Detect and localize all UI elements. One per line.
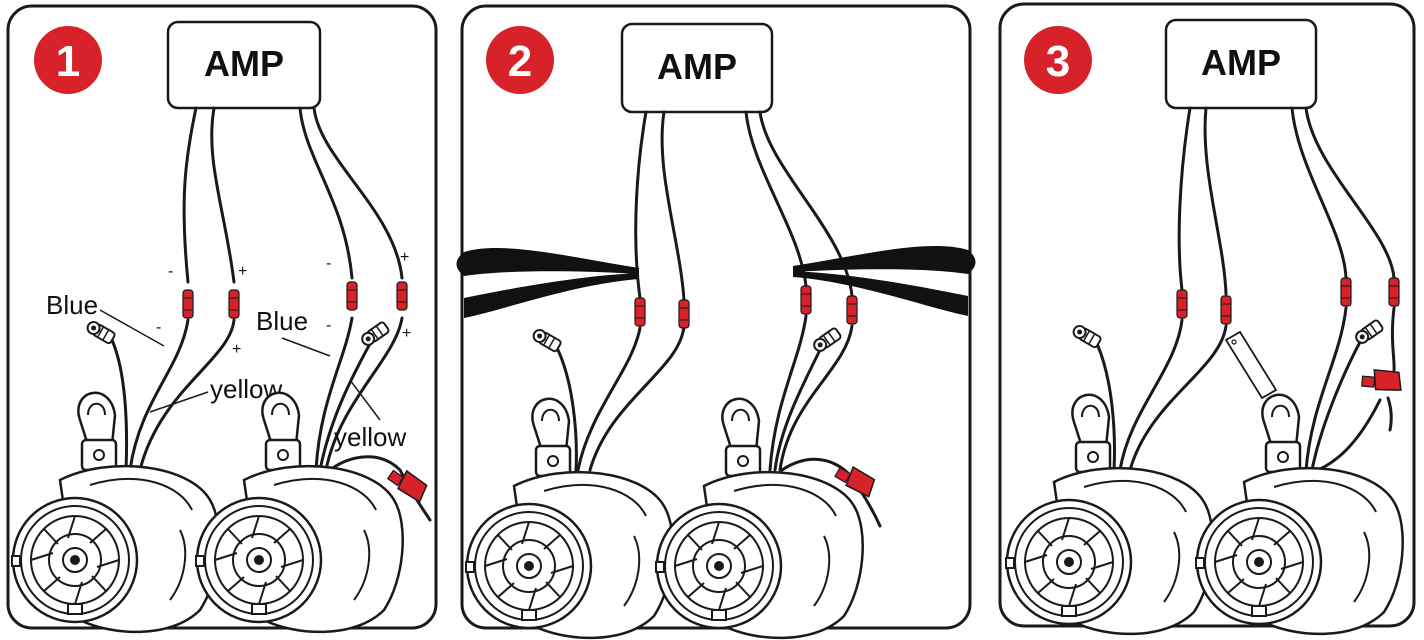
amp-label: AMP	[657, 46, 737, 87]
label-blue: Blue	[256, 306, 308, 336]
amp-label: AMP	[1201, 42, 1281, 83]
polarity-minus: -	[326, 255, 331, 272]
amp-box: AMP	[620, 22, 774, 114]
label-blue: Blue	[46, 290, 98, 320]
polarity-minus: -	[156, 319, 161, 336]
wire-connector-icon	[846, 295, 858, 325]
polarity-plus: +	[238, 263, 247, 280]
wire-connector-icon	[678, 299, 690, 329]
amp-box: AMP	[1164, 18, 1318, 110]
wire-connector-icon	[1176, 289, 1188, 319]
polarity-plus: +	[402, 325, 411, 342]
step-badge: 1	[34, 26, 102, 94]
step-number: 2	[508, 37, 532, 86]
wire-connector-icon	[182, 289, 194, 319]
wire-connector-icon	[634, 297, 646, 327]
polarity-minus: -	[168, 263, 173, 280]
wire-connector-icon	[228, 289, 240, 319]
wire-connector-icon	[346, 281, 358, 311]
step-number: 3	[1046, 37, 1070, 86]
wire-connector-icon	[800, 285, 812, 315]
panel-2: 2 AMP	[456, 4, 976, 640]
wire-connector-icon	[1340, 277, 1352, 307]
polarity-plus: +	[232, 341, 241, 358]
amp-label: AMP	[204, 43, 284, 84]
step-badge: 2	[486, 26, 554, 94]
step-badge: 3	[1024, 26, 1092, 94]
wire-connector-icon	[396, 281, 408, 311]
wire-connector-icon	[1220, 295, 1232, 325]
step-number: 1	[56, 37, 80, 86]
polarity-minus: -	[326, 317, 331, 334]
panel-1: 1 AMP - + - + - + -	[6, 4, 438, 634]
polarity-plus: +	[400, 249, 409, 266]
label-yellow: yellow	[334, 422, 406, 452]
panel-3: 3 AMP	[998, 2, 1416, 636]
amp-box: AMP	[166, 20, 322, 110]
wire-connector-icon	[1388, 277, 1400, 307]
